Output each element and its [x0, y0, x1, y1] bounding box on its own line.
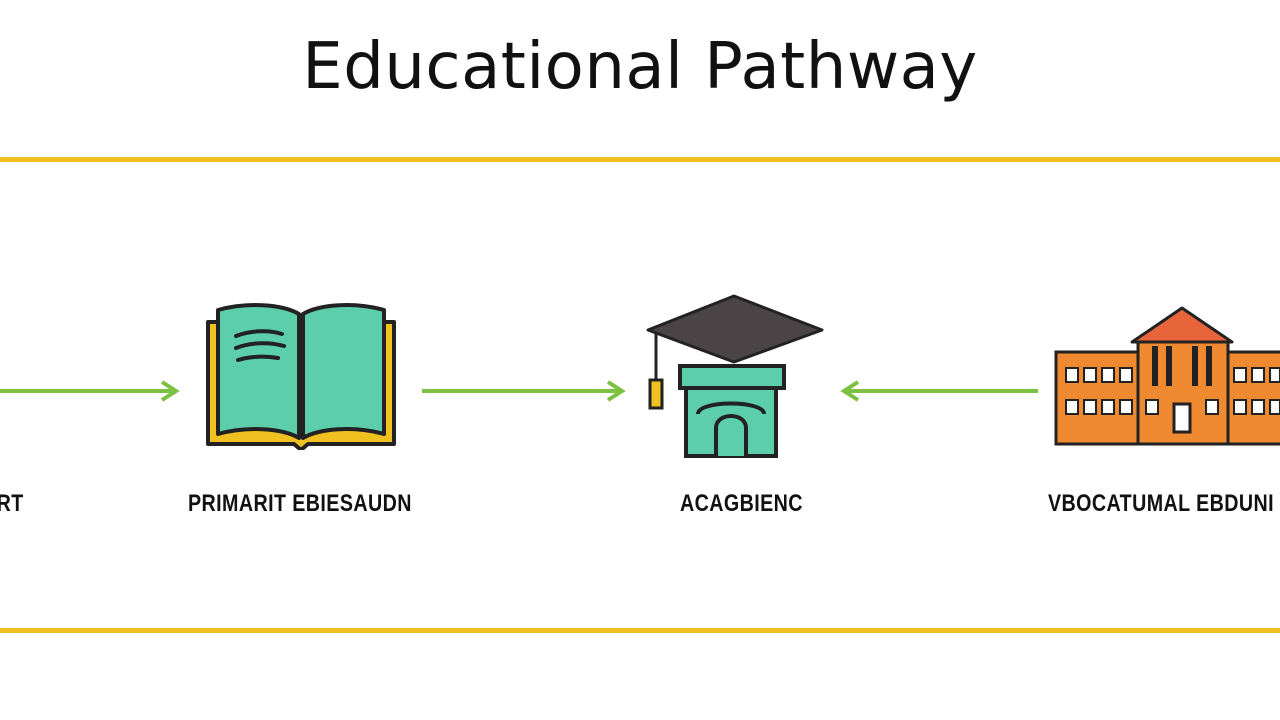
stage-label-1: ART	[0, 490, 24, 517]
arrow-right-1	[0, 380, 180, 402]
arrow-left-3	[840, 380, 1038, 402]
page-title: Educational Pathway	[302, 30, 978, 104]
stage-label-4: VBOCATUMAL EBDUNI	[1048, 490, 1274, 517]
graduation-cap-icon	[646, 294, 824, 458]
top-divider	[0, 157, 1280, 162]
open-book-icon	[206, 303, 396, 450]
school-building-icon	[1054, 306, 1280, 446]
arrow-right-2	[422, 380, 626, 402]
stage-label-3: ACAGBIENC	[680, 490, 803, 517]
bottom-divider	[0, 628, 1280, 633]
stage-label-2: PRIMARIT EBIESAUDN	[188, 490, 412, 517]
